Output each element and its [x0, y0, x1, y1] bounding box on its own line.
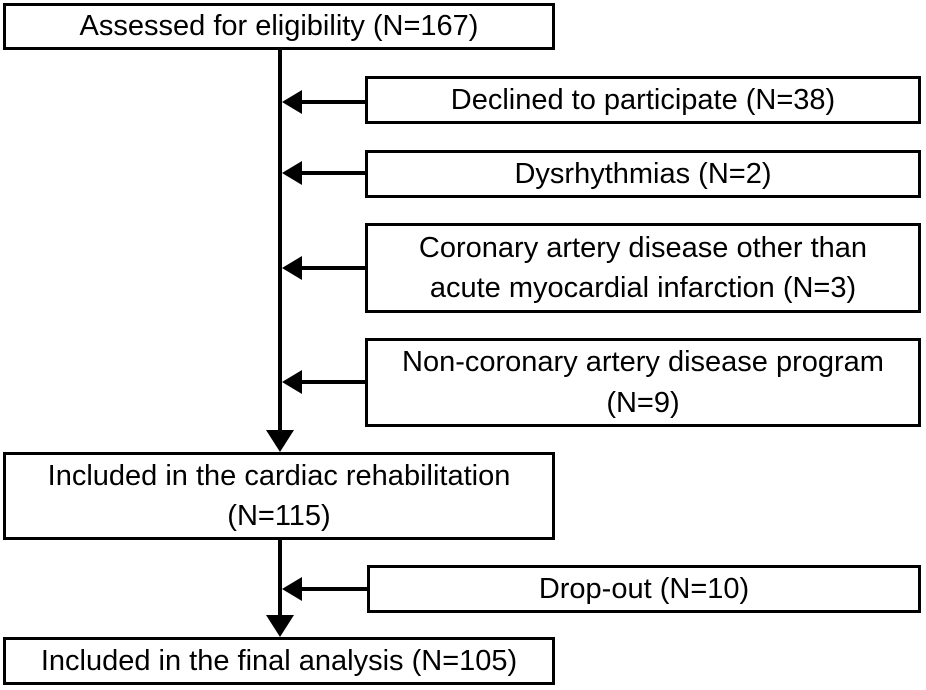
flow-box-assessed-eligibility: Assessed for eligibility (N=167) — [3, 3, 555, 50]
flow-box-declined: Declined to participate (N=38) — [365, 76, 921, 124]
arrow-left-icon — [282, 90, 302, 114]
arrow-left-icon — [282, 161, 302, 185]
flow-box-non-cad-label-line2: (N=9) — [606, 386, 680, 419]
connector-non-cad-line — [298, 380, 365, 384]
connector-dropout-line — [298, 587, 367, 591]
flow-box-included-label-line1: Included in the cardiac rehabilitation — [47, 459, 511, 492]
flow-box-dropout: Drop-out (N=10) — [367, 565, 921, 613]
connector-vertical-line-bottom — [278, 540, 282, 619]
flow-box-final-label: Included in the final analysis (N=105) — [40, 644, 518, 677]
arrow-left-icon — [282, 256, 302, 280]
flow-box-dropout-label: Drop-out (N=10) — [538, 572, 750, 605]
connector-declined-line — [298, 100, 365, 104]
arrow-left-icon — [282, 370, 302, 394]
flow-box-cad-other-label-line2: acute myocardial infarction (N=3) — [429, 272, 857, 304]
flow-box-non-cad-label-line1: Non-coronary artery disease program — [402, 346, 884, 379]
connector-vertical-line-top — [278, 50, 282, 434]
flow-box-included-cardiac-rehabilitation: Included in the cardiac rehabilitation (… — [3, 452, 555, 540]
flow-box-included-label-line2: (N=115) — [227, 500, 331, 532]
flow-box-non-cad-program: Non-coronary artery disease program (N=9… — [365, 338, 921, 427]
flow-box-assessed-label: Assessed for eligibility (N=167) — [79, 10, 479, 43]
arrow-down-icon — [266, 615, 294, 637]
flow-box-final-analysis: Included in the final analysis (N=105) — [3, 637, 555, 685]
flow-box-declined-label: Declined to participate (N=38) — [450, 83, 836, 116]
arrow-down-icon — [266, 430, 294, 452]
arrow-left-icon — [282, 577, 302, 601]
flow-box-dysrhythmias: Dysrhythmias (N=2) — [365, 150, 921, 198]
flow-box-cad-other-label-line1: Coronary artery disease other than — [418, 231, 868, 264]
connector-dysrhythmias-line — [298, 171, 365, 175]
flow-box-cad-other: Coronary artery disease other than acute… — [365, 223, 921, 313]
connector-cad-other-line — [298, 266, 365, 270]
flow-box-dysrhythmias-label: Dysrhythmias (N=2) — [514, 157, 772, 190]
